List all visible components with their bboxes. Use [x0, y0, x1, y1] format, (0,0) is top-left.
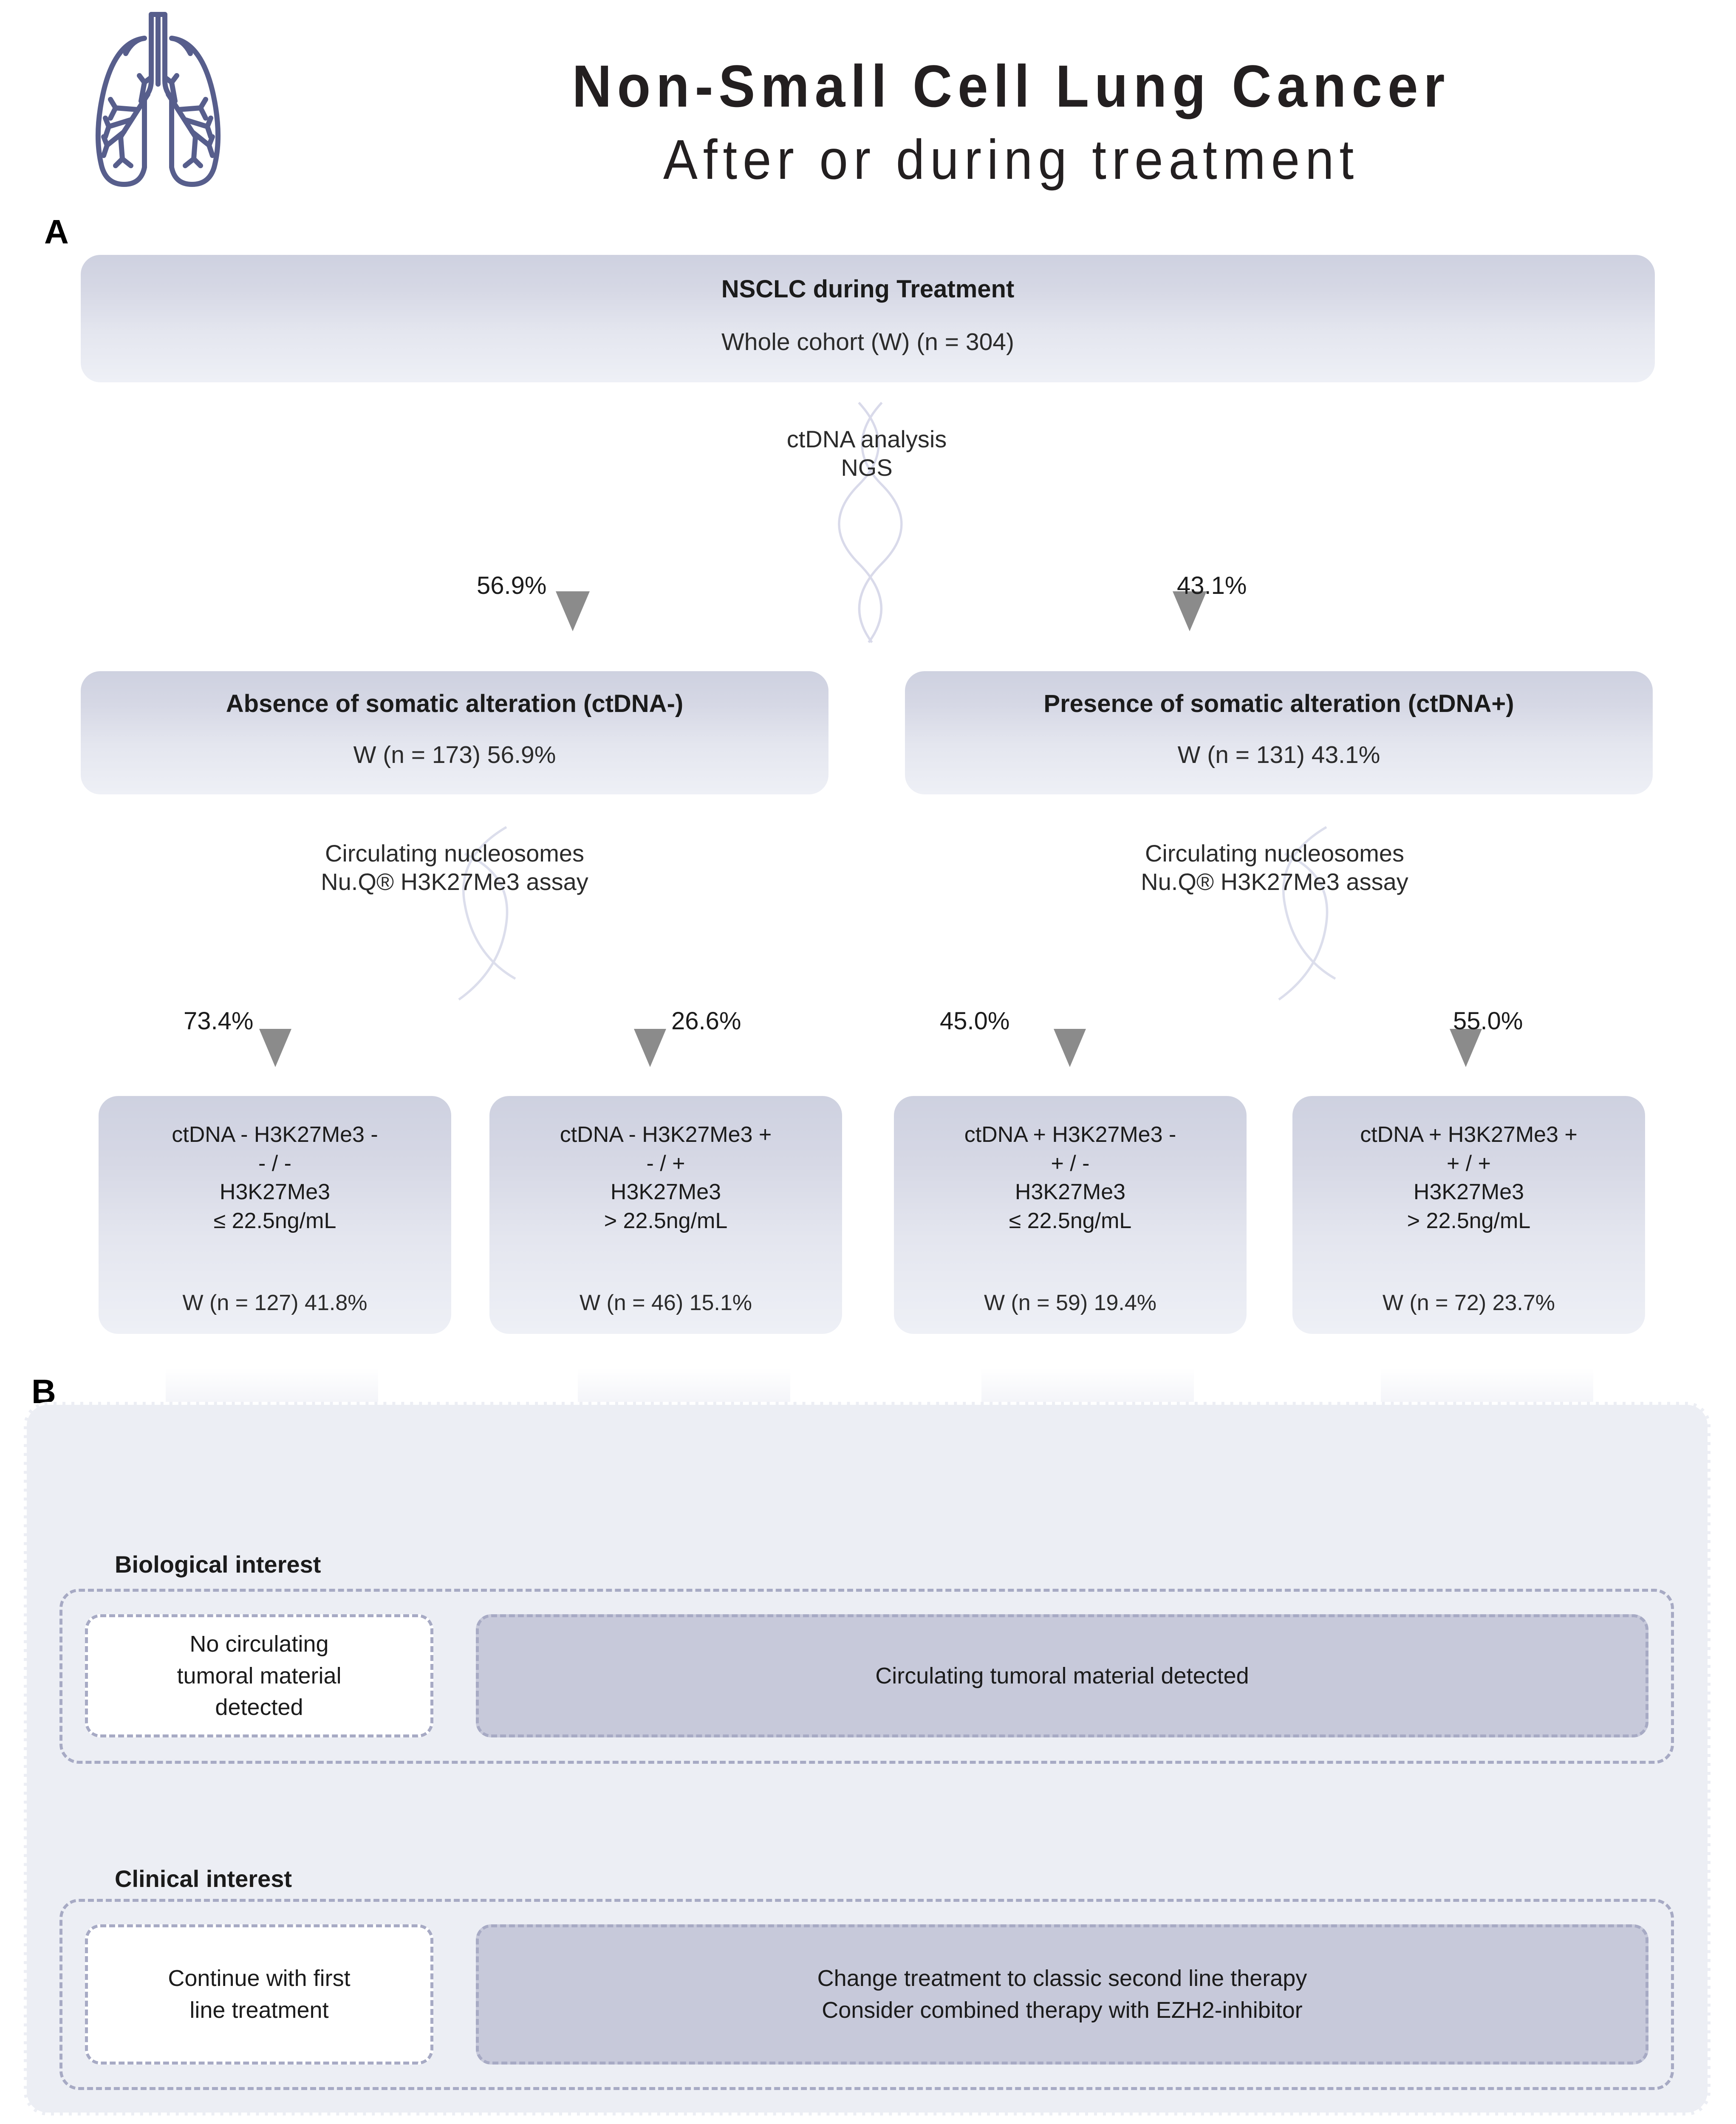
ctdna-neg-subtitle: W (n = 173) 56.9%	[353, 741, 556, 768]
split-2-left-right-pct: 26.6%	[671, 1007, 741, 1035]
ctdna-pos-title: Presence of somatic alteration (ctDNA+)	[1043, 690, 1514, 717]
split-1-label: ctDNA analysis NGS	[786, 426, 947, 481]
ctdna-neg-title: Absence of somatic alteration (ctDNA-)	[226, 690, 684, 717]
leaf-1-subtitle: W (n = 127) 41.8%	[182, 1290, 368, 1315]
leaf-1-title: ctDNA - H3K27Me3 - - / - H3K27Me3 ≤ 22.5…	[172, 1122, 378, 1233]
leaf-3-title: ctDNA + H3K27Me3 - + / - H3K27Me3 ≤ 22.5…	[964, 1122, 1176, 1233]
split-2-right-right-pct: 55.0%	[1453, 1007, 1523, 1035]
biological-right-card: Circulating tumoral material detected	[476, 1614, 1648, 1737]
clinical-right-card: Change treatment to classic second line …	[476, 1924, 1648, 2065]
split-1-right-pct: 43.1%	[1177, 572, 1247, 599]
flow-box-leaf-2: ctDNA - H3K27Me3 + - / + H3K27Me3 > 22.5…	[489, 1096, 842, 1334]
biological-interest-label: Biological interest	[115, 1551, 321, 1578]
clinical-interest-label: Clinical interest	[115, 1865, 292, 1892]
root-title: NSCLC during Treatment	[721, 275, 1015, 303]
leaf-2-subtitle: W (n = 46) 15.1%	[579, 1290, 752, 1315]
flow-box-leaf-4: ctDNA + H3K27Me3 + + / + H3K27Me3 > 22.5…	[1292, 1096, 1645, 1334]
biological-left-card: No circulating tumoral material detected	[85, 1614, 433, 1737]
split-1-left-pct: 56.9%	[477, 572, 547, 599]
clinical-interest-group	[59, 1899, 1674, 2090]
flow-box-ctdna-positive: Presence of somatic alteration (ctDNA+) …	[905, 671, 1653, 794]
panel-letter-a: A	[44, 213, 69, 251]
assay-label-left: Circulating nucleosomes Nu.Q® H3K27Me3 a…	[321, 840, 588, 895]
title-subtitle: After or during treatment	[663, 128, 1360, 191]
assay-label-right: Circulating nucleosomes Nu.Q® H3K27Me3 a…	[1141, 840, 1408, 895]
split-2-left-left-pct: 73.4%	[184, 1007, 254, 1035]
leaf-4-subtitle: W (n = 72) 23.7%	[1382, 1290, 1555, 1315]
page-title: Non-Small Cell Lung Cancer After or duri…	[459, 51, 1564, 194]
page-header: Non-Small Cell Lung Cancer After or duri…	[0, 0, 1736, 212]
flow-box-leaf-1: ctDNA - H3K27Me3 - - / - H3K27Me3 ≤ 22.5…	[99, 1096, 451, 1334]
clinical-left-card: Continue with first line treatment	[85, 1924, 433, 2065]
lungs-icon	[95, 12, 221, 187]
biological-interest-group	[59, 1589, 1674, 1764]
leaf-2-title: ctDNA - H3K27Me3 + - / + H3K27Me3 > 22.5…	[560, 1122, 772, 1233]
split-2-right-left-pct: 45.0%	[940, 1007, 1010, 1035]
flow-box-root: NSCLC during Treatment Whole cohort (W) …	[81, 255, 1655, 382]
flow-box-leaf-3: ctDNA + H3K27Me3 - + / - H3K27Me3 ≤ 22.5…	[894, 1096, 1247, 1334]
leaf-3-subtitle: W (n = 59) 19.4%	[984, 1290, 1157, 1315]
flow-box-ctdna-negative: Absence of somatic alteration (ctDNA-) W…	[81, 671, 828, 794]
title-main: Non-Small Cell Lung Cancer	[572, 53, 1450, 119]
root-subtitle: Whole cohort (W) (n = 304)	[721, 328, 1014, 356]
leaf-4-title: ctDNA + H3K27Me3 + + / + H3K27Me3 > 22.5…	[1360, 1122, 1578, 1233]
ctdna-pos-subtitle: W (n = 131) 43.1%	[1177, 741, 1380, 768]
